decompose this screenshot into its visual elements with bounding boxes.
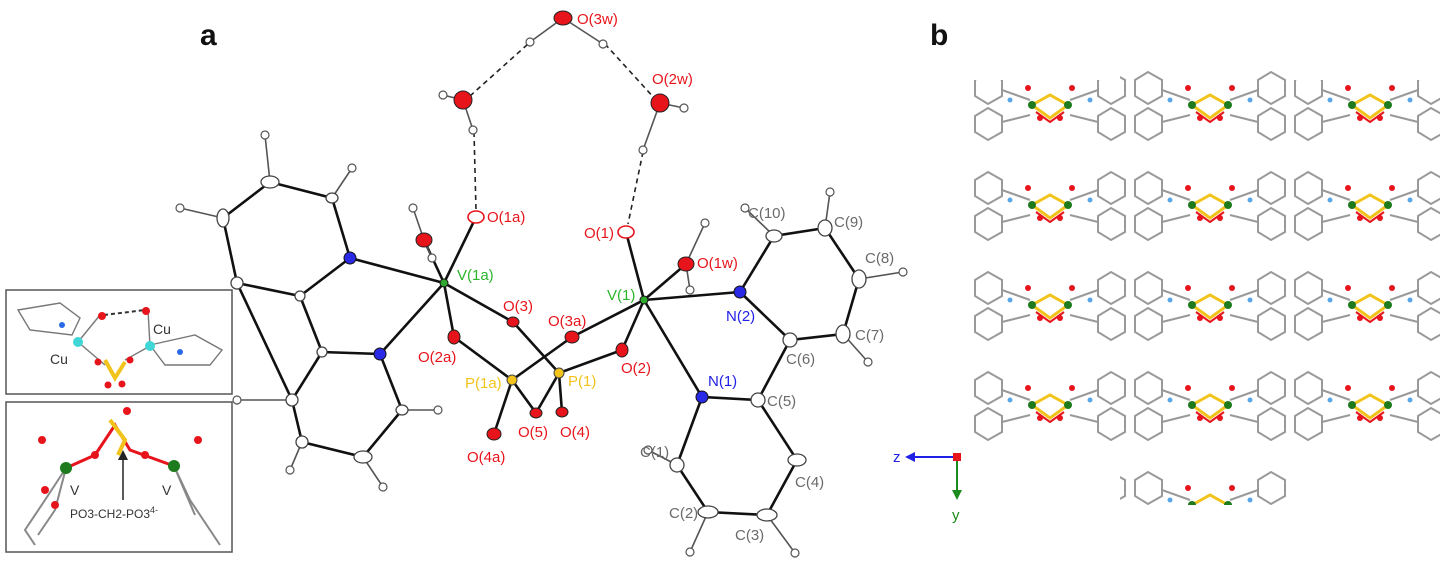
atom-O1a (467, 210, 485, 224)
atom-N1 (695, 390, 709, 404)
label-C7: C(7) (855, 327, 884, 344)
atom-V1 (639, 295, 649, 305)
atom-O3w (553, 10, 573, 26)
hydrogen-atoms (175, 37, 908, 558)
inset-cu-dimer: Cu Cu (5, 289, 233, 395)
atom-N-left-lower (373, 347, 387, 361)
label-O1a: O(1a) (487, 209, 525, 226)
label-O2a: O(2a) (418, 349, 456, 366)
inset-v-dimer: V V PO3-CH2-PO34- (5, 401, 233, 553)
atom-P1 (553, 367, 565, 379)
atom-O3 (506, 316, 520, 328)
atom-N2 (733, 285, 747, 299)
label-O5: O(5) (518, 424, 548, 441)
atom-V1a (439, 278, 449, 288)
inset-v-label-left: V (70, 482, 80, 498)
label-C2: C(2) (669, 505, 698, 522)
atom-O5 (529, 407, 543, 419)
atom-O4a (486, 427, 502, 441)
inset-cu-label-right: Cu (153, 321, 171, 337)
v-atom-right (168, 460, 180, 472)
atom-O-water-left (453, 90, 473, 110)
label-N1: N(1) (708, 373, 737, 390)
axis-z-label: z (893, 449, 901, 466)
axis-indicator: z y (893, 449, 962, 524)
label-V1a: V(1a) (457, 267, 494, 284)
label-C4: C(4) (795, 474, 824, 491)
crystal-packing-view (970, 50, 1440, 505)
label-O3: O(3) (503, 298, 533, 315)
v-atom-left (60, 462, 72, 474)
panel-label-a: a (200, 19, 217, 52)
atom-O2w (650, 93, 670, 113)
label-C6: C(6) (786, 351, 815, 368)
label-C8: C(8) (865, 250, 894, 267)
axis-y-label: y (952, 507, 960, 524)
atom-labels: O(3w) O(2w) O(1a) O(1) V(1a) V(1) O(1w) … (418, 11, 894, 544)
cu-atom-right (145, 341, 155, 351)
label-P1a: P(1a) (465, 375, 502, 392)
label-O3a: O(3a) (548, 313, 586, 330)
atom-O4 (555, 406, 569, 418)
inset-v-label-right: V (162, 482, 172, 498)
cu-atom-left (73, 337, 83, 347)
label-C10: C(10) (748, 205, 786, 222)
label-O1w: O(1w) (697, 255, 738, 272)
label-C5: C(5) (767, 393, 796, 410)
inset-ligand-label: PO3-CH2-PO34- (70, 505, 158, 521)
label-C9: C(9) (834, 214, 863, 231)
label-V1: V(1) (607, 287, 635, 304)
label-C3: C(3) (735, 527, 764, 544)
label-O3w: O(3w) (577, 11, 618, 28)
label-C1: C(1) (640, 444, 669, 461)
atom-O-aqua-left (415, 232, 433, 248)
inset-cu-label-left: Cu (50, 351, 68, 367)
atom-O2a (447, 329, 461, 345)
atom-P1a (506, 374, 518, 386)
label-O4: O(4) (560, 424, 590, 441)
label-P1: P(1) (568, 373, 596, 390)
atom-O1w (677, 256, 695, 272)
atom-N-left-upper (343, 251, 357, 265)
label-O2: O(2) (621, 360, 651, 377)
label-N2: N(2) (726, 308, 755, 325)
atom-O3a (564, 330, 580, 344)
panel-label-b: b (930, 19, 948, 52)
atoms (175, 10, 908, 558)
atom-O2 (615, 342, 629, 358)
atom-O1 (617, 225, 635, 239)
carbon-atoms (216, 175, 867, 522)
label-O1: O(1) (584, 225, 614, 242)
label-O2w: O(2w) (652, 71, 693, 88)
label-O4a: O(4a) (467, 449, 505, 466)
